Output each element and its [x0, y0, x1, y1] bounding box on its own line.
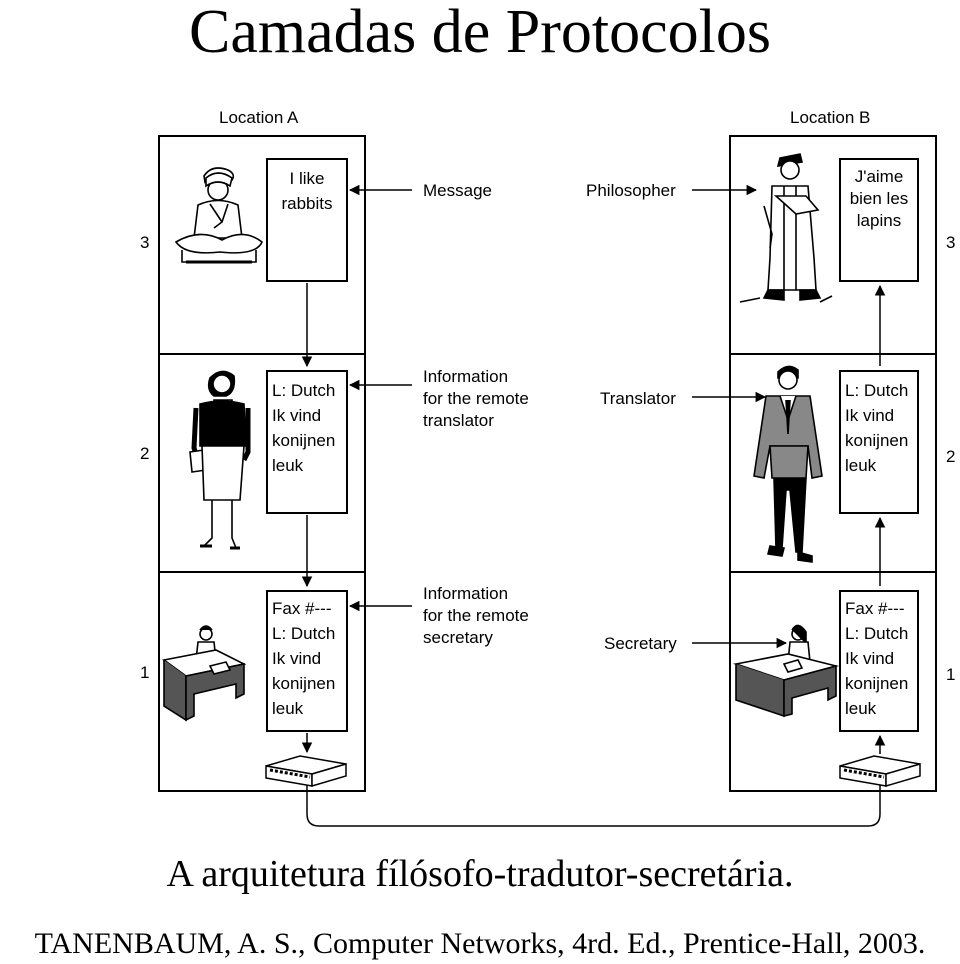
fax-machine-b-icon — [839, 755, 921, 788]
peer-label-line: for the remote — [423, 606, 529, 625]
message-line: L: Dutch — [272, 624, 336, 643]
peer-label-1: Information for the remote secretary — [423, 583, 529, 649]
peer-label-3: Message — [423, 181, 492, 200]
message-box-3-right: J'aime bien les lapins — [839, 158, 919, 282]
role-translator: Translator — [600, 389, 676, 408]
peer-label-line: Information — [423, 367, 509, 386]
message-line: L: Dutch — [845, 381, 909, 400]
layer-number-2-right: 2 — [946, 447, 956, 466]
message-line: Fax #--- — [845, 599, 905, 618]
message-line: rabbits — [281, 194, 333, 213]
message-line: J'aime — [854, 167, 904, 186]
layer-number-3-right: 3 — [946, 233, 956, 252]
message-line: bien les — [849, 189, 909, 208]
translator-b-icon — [753, 365, 823, 563]
layer-number-1-left: 1 — [140, 663, 150, 682]
message-line: Ik vind — [272, 649, 322, 668]
peer-label-line: Information — [423, 584, 509, 603]
message-line: I like — [289, 169, 325, 188]
message-box-1-left: Fax #--- L: Dutch Ik vind konijnen leuk — [266, 590, 348, 732]
fax-machine-a-icon — [265, 755, 347, 788]
physical-link-line — [306, 785, 881, 827]
message-line: konijnen — [845, 431, 909, 450]
layer-divider-b-2-1 — [729, 571, 937, 573]
role-philosopher: Philosopher — [586, 181, 676, 200]
message-line: L: Dutch — [845, 624, 909, 643]
peer-label-line: translator — [423, 411, 494, 430]
layer-number-1-right: 1 — [946, 665, 956, 684]
philosopher-b-icon — [739, 153, 833, 303]
message-line: leuk — [845, 699, 877, 718]
message-line: konijnen — [272, 674, 336, 693]
peer-label-line: secretary — [423, 628, 493, 647]
layer-number-2-left: 2 — [140, 444, 150, 463]
figure-caption: A arquitetura fílósofo-tradutor-secretár… — [166, 853, 794, 895]
message-line: leuk — [272, 456, 304, 475]
message-box-3-left: I like rabbits — [266, 158, 348, 282]
page-title: Camadas de Protocolos — [188, 0, 771, 66]
message-line: Ik vind — [272, 406, 322, 425]
message-box-1-right: Fax #--- L: Dutch Ik vind konijnen leuk — [839, 590, 919, 732]
layer-divider-a-3-2 — [158, 353, 366, 355]
message-box-2-right: L: Dutch Ik vind konijnen leuk — [839, 370, 919, 514]
philosopher-a-icon — [174, 167, 263, 264]
message-line: leuk — [845, 456, 877, 475]
secretary-a-icon — [162, 625, 247, 722]
message-line: Ik vind — [845, 649, 895, 668]
message-line: leuk — [272, 699, 304, 718]
role-secretary: Secretary — [604, 634, 677, 653]
secretary-b-icon — [732, 624, 840, 718]
message-box-2-left: L: Dutch Ik vind konijnen leuk — [266, 370, 348, 514]
peer-label-line: for the remote — [423, 389, 529, 408]
message-line: konijnen — [845, 674, 909, 693]
message-line: lapins — [856, 211, 902, 230]
location-a-label: Location A — [219, 108, 299, 127]
layer-divider-b-3-2 — [729, 353, 937, 355]
peer-label-2: Information for the remote translator — [423, 366, 529, 432]
message-line: Ik vind — [845, 406, 895, 425]
message-line: konijnen — [272, 431, 336, 450]
layer-number-3-left: 3 — [140, 233, 150, 252]
layer-divider-a-2-1 — [158, 571, 366, 573]
location-b-label: Location B — [790, 108, 871, 127]
bibliographic-reference: TANENBAUM, A. S., Computer Networks, 4rd… — [34, 927, 926, 960]
message-line: Fax #--- — [272, 599, 332, 618]
message-line: L: Dutch — [272, 381, 336, 400]
translator-a-icon — [189, 370, 251, 550]
